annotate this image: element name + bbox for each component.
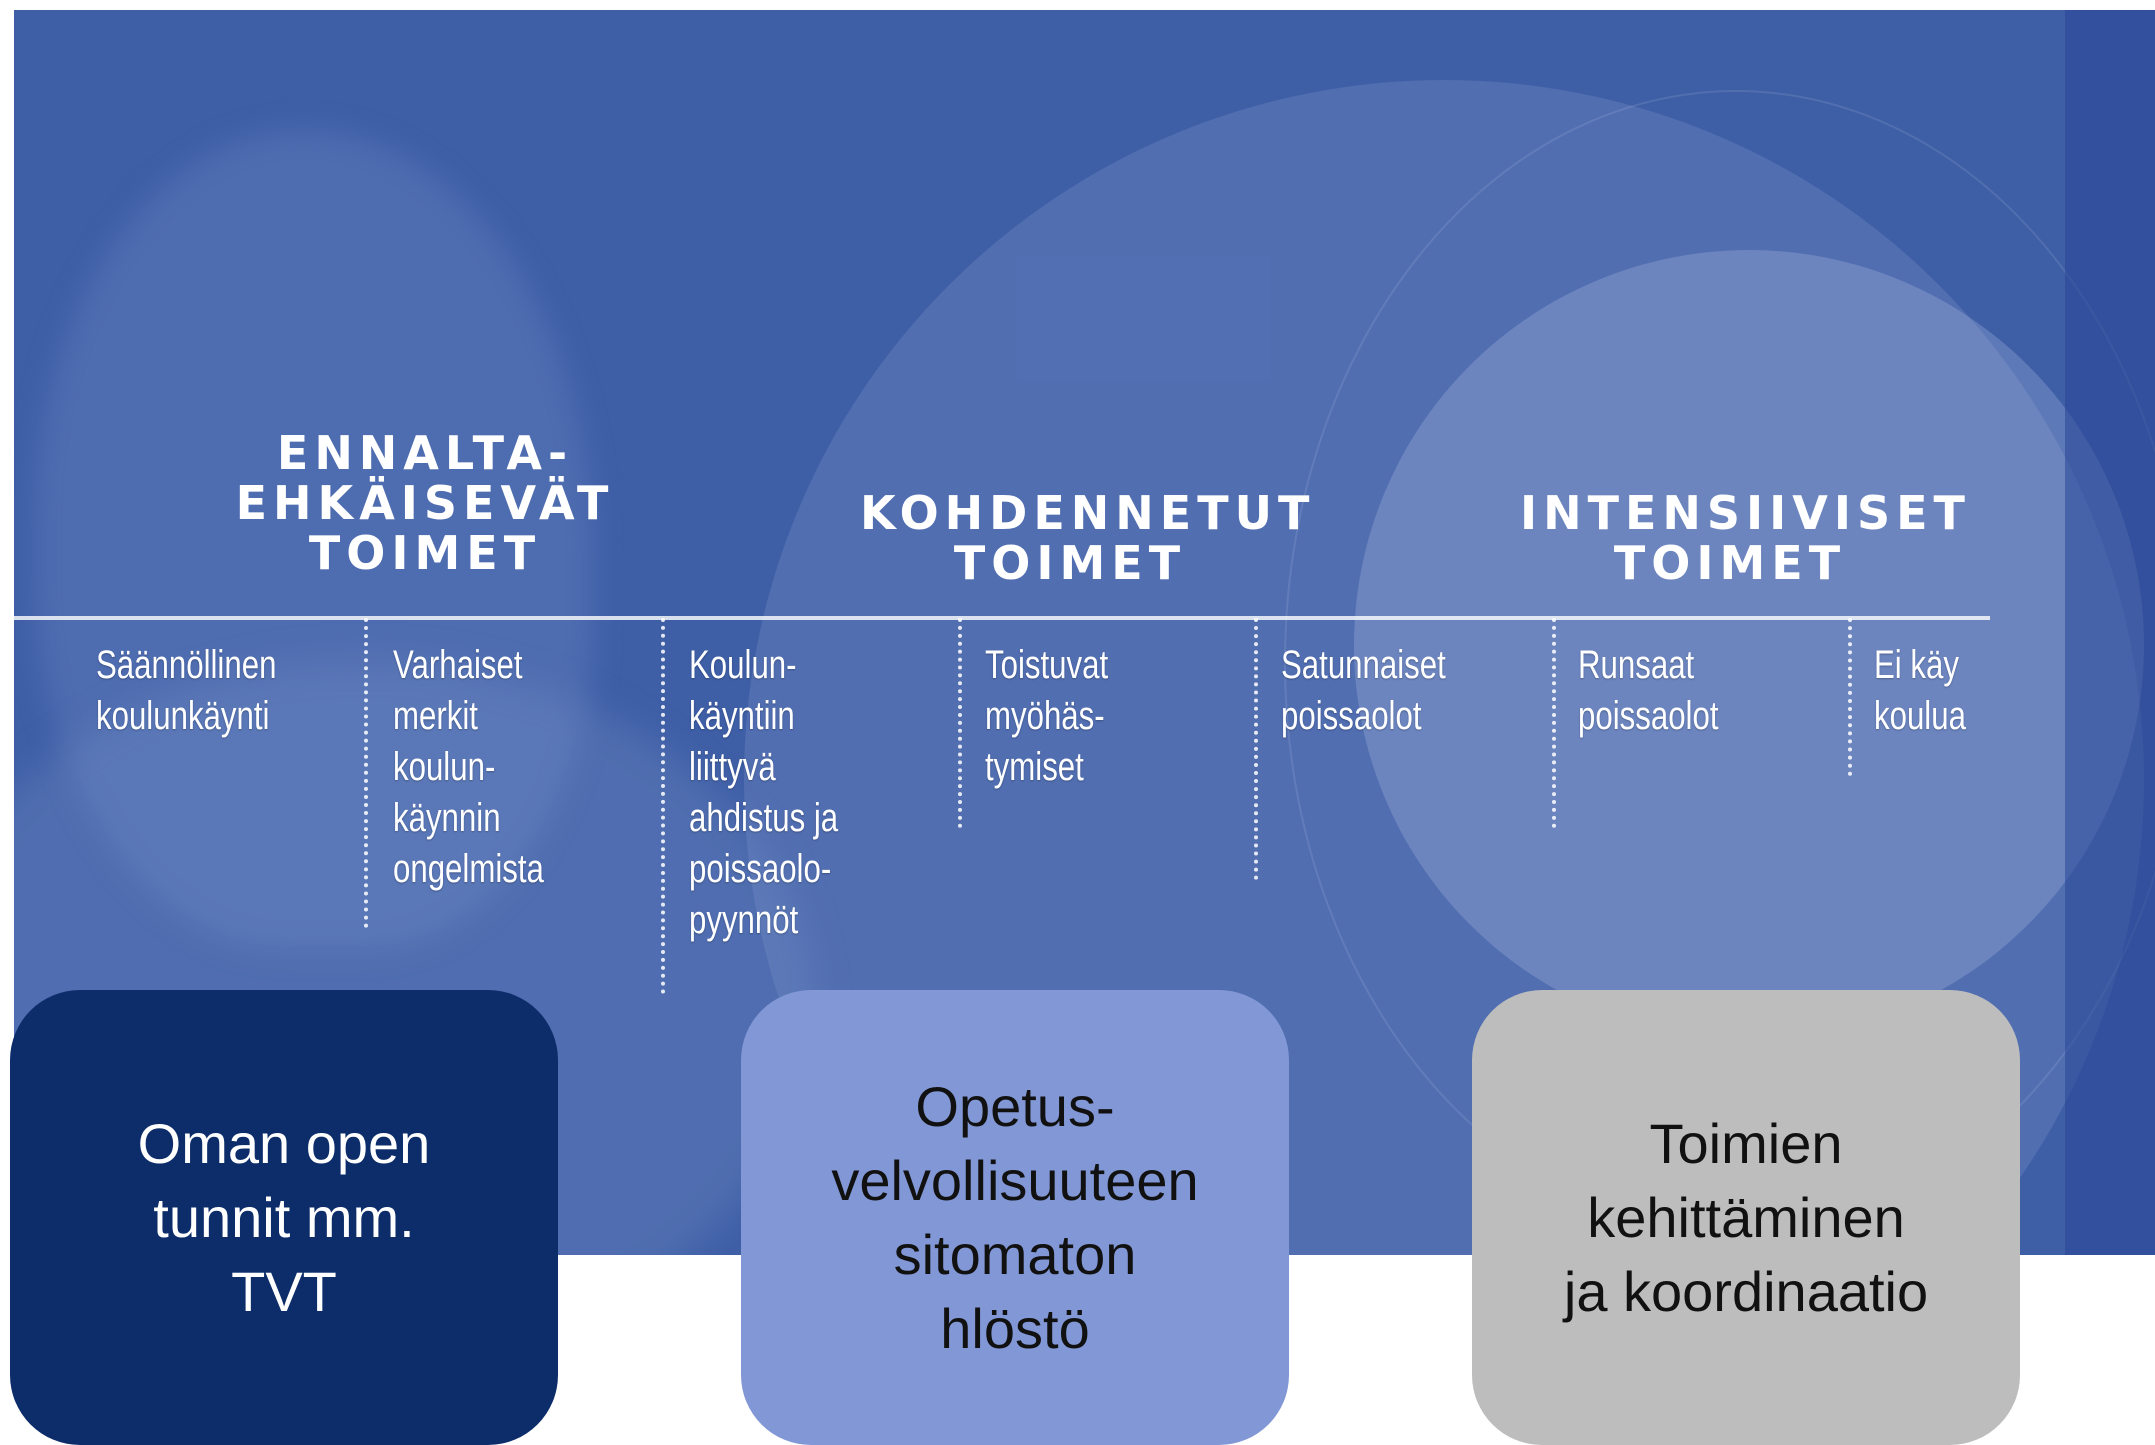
box-development-coordination: Toimien kehittäminen ja koordinaatio: [1472, 990, 2020, 1445]
background-edge-shade: [2065, 10, 2155, 1255]
stage-frequent-absences: Runsaat poissaolot: [1578, 643, 1719, 738]
stage-not-attending: Ei käy koulua: [1874, 643, 1966, 738]
box-non-teaching-staff-text: Opetus- velvollisuuteen sitomaton hlöstö: [831, 1074, 1199, 1360]
stage-separator: [1254, 618, 1258, 880]
stage-early-signs: Varhaiset merkit koulun- käynnin ongelmi…: [393, 643, 544, 891]
box-teacher-lessons-text: Oman open tunnit mm. TVT: [137, 1111, 431, 1323]
stage-axis-line: [14, 616, 1990, 620]
stage-separator: [364, 618, 368, 928]
heading-preventive-measures: ENNALTA- EHKÄISEVÄT TOIMET: [235, 426, 615, 580]
stage-occasional-absences: Satunnaiset poissaolot: [1281, 643, 1446, 738]
stage-repeated-lateness: Toistuvat myöhäs- tymiset: [985, 643, 1109, 789]
stage-separator: [1552, 618, 1556, 828]
box-non-teaching-staff: Opetus- velvollisuuteen sitomaton hlöstö: [741, 990, 1289, 1445]
stage-anxiety-absence-requests: Koulun- käyntiin liittyvä ahdistus ja po…: [689, 643, 839, 942]
stage-separator: [661, 618, 665, 994]
stage-regular-attendance: Säännöllinen koulunkäynti: [96, 643, 277, 738]
heading-intensive-measures: INTENSIIVISET TOIMET: [1520, 486, 1971, 590]
heading-targeted-measures: KOHDENNETUT TOIMET: [860, 486, 1316, 590]
stage-separator: [958, 618, 962, 828]
decorative-circle-small: [1354, 250, 2144, 1040]
stage-separator: [1848, 618, 1852, 776]
box-development-coordination-text: Toimien kehittäminen ja koordinaatio: [1563, 1111, 1929, 1323]
box-teacher-lessons: Oman open tunnit mm. TVT: [10, 990, 558, 1445]
